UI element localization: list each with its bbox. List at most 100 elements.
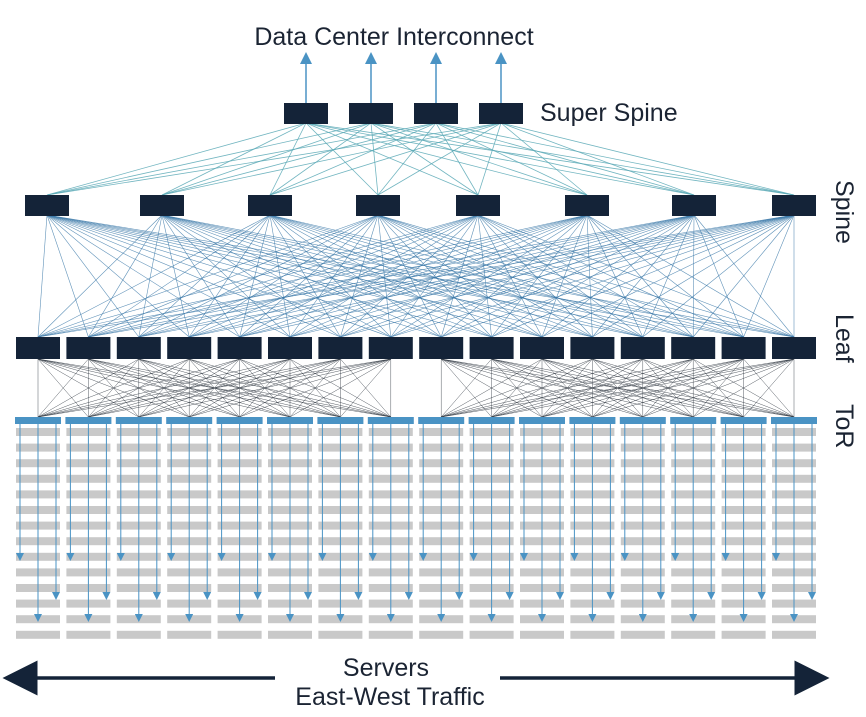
link — [46, 214, 744, 338]
link — [269, 214, 492, 338]
spine-label: Spine — [830, 180, 858, 244]
link — [161, 214, 190, 338]
link — [586, 214, 795, 338]
leaf-switch — [570, 337, 615, 359]
tor-switch — [619, 417, 666, 424]
link — [269, 214, 643, 338]
tor-switch — [468, 417, 515, 424]
link — [88, 214, 379, 338]
link — [161, 214, 543, 338]
link — [541, 358, 795, 418]
dci-uplinks — [300, 52, 507, 103]
link — [161, 122, 502, 196]
tor-switch — [65, 417, 112, 424]
link — [586, 214, 593, 338]
link — [269, 214, 291, 338]
link — [289, 358, 391, 418]
link — [500, 122, 695, 196]
tor-switch — [670, 417, 717, 424]
link — [37, 214, 479, 338]
link — [239, 214, 588, 338]
spine-switch — [248, 195, 292, 216]
link — [377, 122, 502, 196]
server-stripe — [66, 630, 111, 639]
leaf-switch — [268, 337, 312, 359]
link — [239, 214, 271, 338]
link — [642, 358, 795, 418]
link — [441, 358, 744, 418]
link — [46, 214, 391, 338]
link — [541, 214, 795, 338]
leaf-switch — [318, 337, 363, 359]
link — [88, 214, 588, 338]
link — [370, 122, 588, 196]
leaf-tor-links — [37, 358, 795, 418]
link — [189, 214, 795, 338]
link — [239, 214, 479, 338]
tor-switch — [771, 417, 817, 424]
server-stripe — [671, 630, 716, 639]
link — [188, 214, 271, 338]
link — [441, 358, 795, 418]
tor-switch — [115, 417, 162, 424]
link — [441, 214, 588, 338]
leaf-switch — [217, 337, 262, 359]
link — [46, 214, 442, 338]
spine-switch — [25, 195, 69, 216]
link — [491, 358, 795, 418]
link — [88, 214, 479, 338]
link — [161, 122, 307, 196]
link — [37, 214, 695, 338]
link — [37, 214, 379, 338]
super-spine-switch — [349, 103, 393, 124]
link — [370, 122, 795, 196]
spine-switch — [565, 195, 609, 216]
spine-switch — [356, 195, 400, 216]
link — [37, 358, 240, 418]
link — [46, 214, 795, 338]
link — [161, 214, 492, 338]
leaf-switch — [620, 337, 665, 359]
dci-label: Data Center Interconnect — [254, 23, 533, 51]
link — [477, 214, 492, 338]
link — [161, 214, 795, 338]
server-stripe — [772, 630, 816, 639]
link — [491, 214, 795, 338]
super-spine-switch — [479, 103, 523, 124]
link — [46, 214, 643, 338]
link — [269, 214, 543, 338]
switch-nodes — [15, 103, 817, 424]
link — [269, 214, 694, 338]
link — [46, 122, 502, 196]
server-stripe — [520, 630, 564, 639]
link — [441, 358, 492, 418]
link — [161, 214, 694, 338]
link — [37, 358, 341, 418]
super-spine-spine-links — [46, 122, 795, 196]
tor-server-links — [16, 424, 816, 622]
server-stripe — [217, 630, 262, 639]
link — [269, 214, 795, 338]
server-stripe — [721, 630, 766, 639]
link — [289, 214, 795, 338]
link — [46, 214, 543, 338]
tor-switch — [569, 417, 616, 424]
server-stripe — [318, 630, 363, 639]
link — [477, 122, 502, 196]
link — [88, 214, 163, 338]
tor-switch — [720, 417, 767, 424]
link — [340, 214, 479, 338]
super-spine-switch — [284, 103, 328, 124]
link — [46, 214, 593, 338]
spine-switch — [772, 195, 816, 216]
link — [138, 214, 479, 338]
leaf-switch — [772, 337, 816, 359]
leaf-label: Leaf — [830, 314, 858, 363]
link — [441, 358, 694, 418]
link — [88, 214, 271, 338]
link — [161, 122, 437, 196]
leaf-switch — [16, 337, 60, 359]
server-stripe — [419, 630, 464, 639]
super-spine-label: Super Spine — [540, 99, 678, 127]
link — [390, 214, 588, 338]
